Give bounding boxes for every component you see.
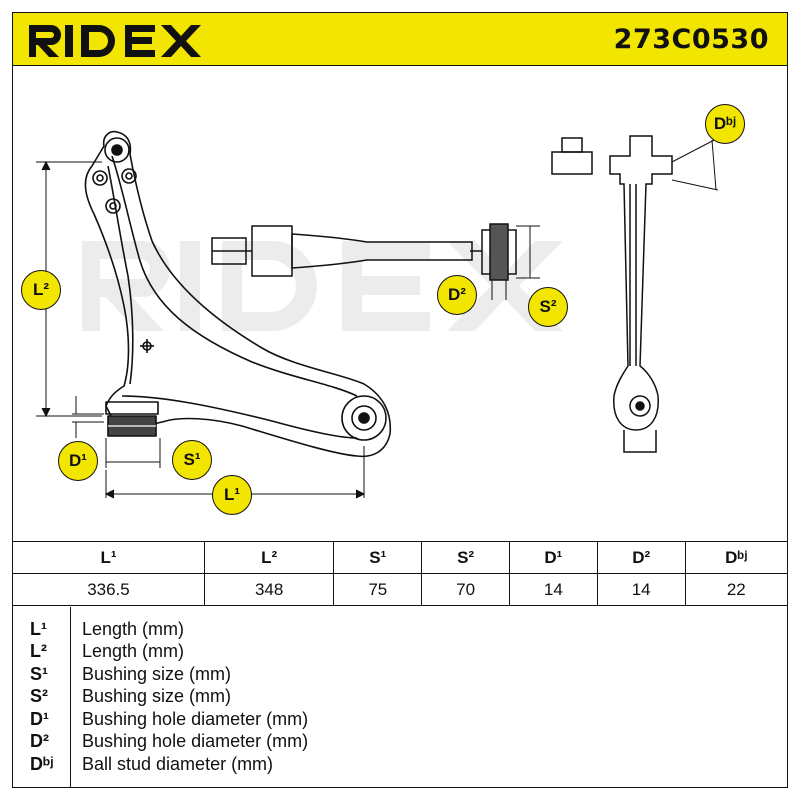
spec-header: S¹ xyxy=(333,541,423,574)
spec-header: D² xyxy=(596,541,686,574)
spec-header: D¹ xyxy=(508,541,598,574)
legend-description: Length (mm) xyxy=(82,641,185,661)
part-number: 273C0530 xyxy=(613,24,769,55)
legend-symbol: S² xyxy=(30,686,48,706)
badge-l2: L² xyxy=(21,270,61,310)
badge-l1: L¹ xyxy=(212,475,252,515)
legend-divider xyxy=(70,607,71,788)
legend-description: Ball stud diameter (mm) xyxy=(82,754,274,774)
spec-table: L¹ L² S¹ S² D¹ D² Dᵇʲ 336.5 348 75 70 14… xyxy=(12,541,789,606)
badge-dbj: Dᵇʲ xyxy=(705,104,745,144)
spec-header: L¹ xyxy=(12,541,205,574)
spec-header: S² xyxy=(421,541,510,574)
spec-value: 75 xyxy=(333,573,423,606)
legend-symbol: D¹ xyxy=(30,709,49,729)
legend-description: Length (mm) xyxy=(82,619,185,639)
spec-header: L² xyxy=(203,541,335,574)
spec-value: 14 xyxy=(508,573,598,606)
legend-description: Bushing hole diameter (mm) xyxy=(82,709,309,729)
spec-value-row: 336.5 348 75 70 14 14 22 xyxy=(12,573,789,606)
legend-description: Bushing hole diameter (mm) xyxy=(82,731,309,751)
legend-description: Bushing size (mm) xyxy=(82,664,232,684)
ridex-logo xyxy=(29,25,201,57)
badge-d2: D² xyxy=(437,275,477,315)
spec-value: 336.5 xyxy=(12,573,205,606)
legend-symbol: Dᵇʲ xyxy=(30,754,54,774)
spec-header-row: L¹ L² S¹ S² D¹ D² Dᵇʲ xyxy=(12,541,789,574)
control-arm-drawing xyxy=(36,130,719,499)
badge-s2: S² xyxy=(528,287,568,327)
spec-header: Dᵇʲ xyxy=(684,541,789,574)
legend: L¹ Length (mm) L² Length (mm) S¹ Bushing… xyxy=(12,607,788,788)
spec-value: 14 xyxy=(596,573,686,606)
spec-value: 70 xyxy=(421,573,510,606)
legend-item: L² Length (mm) xyxy=(12,641,788,663)
badge-s1: S¹ xyxy=(172,440,212,480)
badge-d1: D¹ xyxy=(58,441,98,481)
legend-item: L¹ Length (mm) xyxy=(12,619,788,641)
header-bar: 273C0530 xyxy=(12,12,788,66)
legend-item: Dᵇʲ Ball stud diameter (mm) xyxy=(12,754,788,776)
spec-value: 22 xyxy=(684,573,789,606)
legend-symbol: S¹ xyxy=(30,664,48,684)
content-frame xyxy=(12,66,788,788)
legend-item: D² Bushing hole diameter (mm) xyxy=(12,731,788,753)
legend-symbol: D² xyxy=(30,731,49,751)
legend-item: S² Bushing size (mm) xyxy=(12,686,788,708)
legend-item: S¹ Bushing size (mm) xyxy=(12,664,788,686)
legend-item: D¹ Bushing hole diameter (mm) xyxy=(12,709,788,731)
arm-outline xyxy=(84,130,392,458)
legend-symbol: L² xyxy=(30,641,47,661)
legend-description: Bushing size (mm) xyxy=(82,686,232,706)
legend-symbol: L¹ xyxy=(30,619,47,639)
spec-value: 348 xyxy=(203,573,335,606)
